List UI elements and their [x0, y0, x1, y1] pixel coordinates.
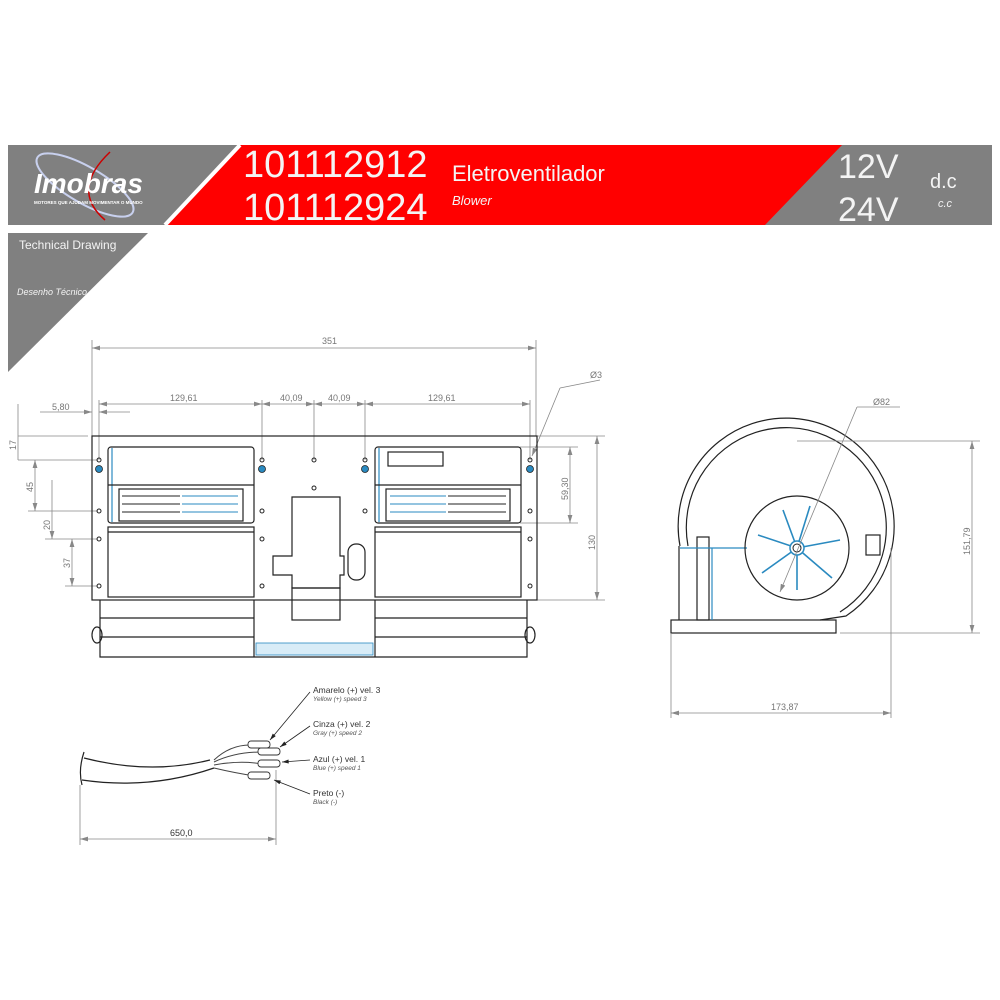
dim-side-height: 151,79: [962, 527, 972, 555]
section-title: Technical Drawing: [19, 238, 116, 252]
dim-center-right: 40,09: [328, 393, 351, 403]
logo-tagline: MOTORES QUE AJUDAM MOVIMENTAR O MUNDO: [34, 200, 143, 205]
dim-offset: 5,80: [52, 402, 70, 412]
wire-label-yellow: Amarelo (+) vel. 3: [313, 685, 381, 695]
dim-height: 130: [587, 535, 597, 550]
wire-label-black-en: Black (-): [313, 799, 337, 806]
part-number-1: 101112912: [243, 144, 428, 186]
company-logo: Imobras MOTORES QUE AJUDAM MOVIMENTAR O …: [34, 151, 143, 221]
voltage-12v: 12V: [838, 148, 899, 186]
title-block: Imobras MOTORES QUE AJUDAM MOVIMENTAR O …: [8, 143, 992, 372]
wire-label-blue: Azul (+) vel. 1: [313, 754, 365, 764]
voltage-24v: 24V: [838, 191, 899, 229]
logo-text: Imobras: [34, 168, 143, 199]
current-type: d.c: [930, 171, 957, 193]
dim-v59: 59,30: [560, 477, 570, 500]
product-name: Eletroventilador: [452, 161, 605, 186]
wire-label-gray: Cinza (+) vel. 2: [313, 719, 371, 729]
front-view: 351 129,61 40,09 40,09 129,61 5,80 Ø3 17…: [8, 336, 605, 658]
section-title-pt: Desenho Técnico: [17, 287, 87, 297]
dim-hole-diameter: Ø3: [590, 370, 602, 380]
cable-view: 650,0 Amarelo (+) vel. 3 Yellow (+) spee…: [79, 685, 381, 845]
dim-right-span: 129,61: [428, 393, 456, 403]
mounting-plate: [91, 435, 538, 601]
dim-v45: 45: [25, 482, 35, 492]
header-red-band: [165, 145, 842, 225]
dim-center-left: 40,09: [280, 393, 303, 403]
wire-label-blue-en: Blue (+) speed 1: [313, 765, 361, 772]
wire-label-gray-en: Gray (+) speed 2: [313, 730, 362, 737]
dim-v17: 17: [8, 440, 18, 450]
wire-label-black: Preto (-): [313, 788, 344, 798]
part-number-2: 101112924: [243, 187, 428, 229]
dim-left-span: 129,61: [170, 393, 198, 403]
section-triangle: [8, 233, 148, 372]
dim-wheel-diameter: Ø82: [873, 397, 890, 407]
section-title-text: Technical Drawing: [19, 238, 116, 252]
wire-label-yellow-en: Yellow (+) speed 3: [313, 696, 367, 703]
dim-side-depth: 173,87: [771, 702, 799, 712]
blower-wheel: [744, 495, 850, 601]
product-name-en: Blower: [452, 193, 492, 208]
side-view: Ø82 151,79 173,87: [670, 397, 980, 718]
dim-overall-width: 351: [322, 336, 337, 346]
cable-length: 650,0: [170, 828, 193, 838]
dim-v37: 37: [62, 558, 72, 568]
current-type-pt: c.c: [938, 198, 953, 210]
mounting-holes: [96, 457, 533, 589]
dim-v20: 20: [42, 520, 52, 530]
